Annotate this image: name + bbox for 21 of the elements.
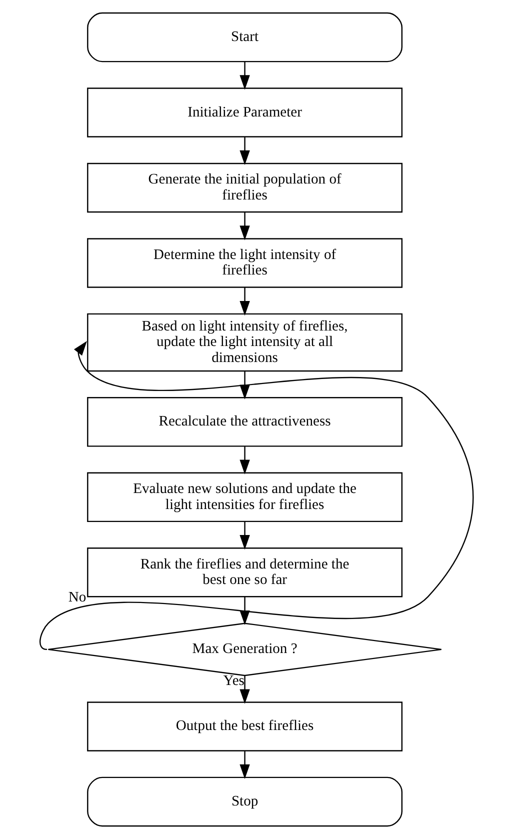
node-box: Generate the initial population of fireflies (86, 162, 402, 213)
node-diamond: Max Generation ? (47, 622, 442, 676)
arrow (239, 751, 250, 779)
arrow (239, 137, 250, 165)
arrow (39, 341, 474, 650)
arrow (239, 62, 250, 90)
node-box: Output the best fireflies (86, 702, 402, 752)
node-box: Initialize Parameter (86, 88, 402, 138)
node-box: Stop (86, 776, 402, 827)
node-box: Start (86, 12, 402, 62)
node-box: Evaluate new solutions and update the light intensities for fireflies (86, 472, 402, 522)
node-box: Determine the light intensity of fireflies (86, 238, 402, 288)
arrow (239, 522, 250, 550)
node-box: Recalculate the attractiveness (86, 397, 402, 447)
node-box: Based on light intensity of fireflies, update the light intensity at all dimensions (86, 313, 402, 372)
arrow (239, 676, 250, 704)
arrow (239, 212, 250, 240)
arrow (239, 287, 250, 316)
node-box: Rank the fireflies and determine the best one so far (86, 548, 402, 598)
edge-label: No (68, 590, 86, 606)
arrow (239, 446, 250, 474)
